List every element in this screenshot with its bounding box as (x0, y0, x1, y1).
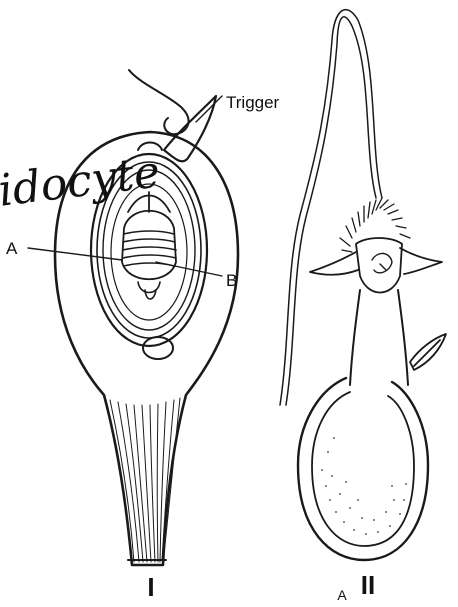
nucleus (143, 337, 173, 359)
left-barb (310, 252, 358, 275)
coiled-thread-body (122, 211, 176, 280)
barb-bottom (138, 282, 160, 299)
capsule-bulb-outer (298, 378, 428, 560)
label-b: B (226, 271, 237, 290)
thread-coils (123, 231, 176, 266)
capsule-bulb-inner (312, 392, 414, 546)
caption-stray-a: A (337, 587, 347, 602)
side-flap (410, 334, 446, 370)
right-barb (400, 248, 442, 274)
capsule-stipple (321, 437, 407, 535)
caption-figure-ii: II (361, 570, 375, 600)
label-a-leader (28, 248, 122, 260)
caption-figure-i: I (147, 572, 154, 602)
capsule-neck-left (350, 290, 360, 385)
cnidocil-trigger (164, 96, 216, 161)
neck-detail (372, 253, 392, 272)
discharged-thread-outer (280, 10, 382, 405)
neck-upper (356, 238, 402, 293)
pen-scribble (129, 70, 189, 134)
discharged-thread-inner (286, 17, 376, 405)
label-a: A (6, 239, 18, 258)
figure-ii-discharged-nematocyst (280, 10, 446, 560)
thread-spines (340, 198, 410, 252)
handwritten-note: idocyte (0, 146, 163, 216)
capsule-neck-right (398, 290, 408, 385)
handwritten-annotation: idocyte (0, 70, 189, 217)
label-trigger: Trigger (226, 93, 280, 112)
